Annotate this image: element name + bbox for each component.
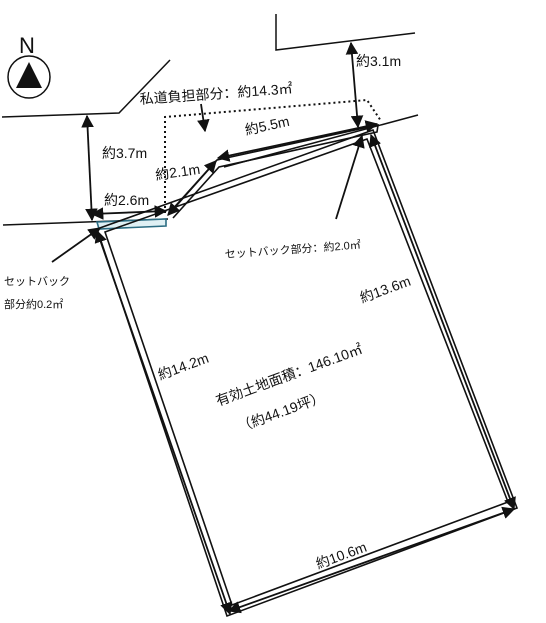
setback-left-label-line2: 部分約0.2㎡ [4,297,63,311]
north-compass: N [7,33,51,99]
top-right-neighbor-line [275,14,416,51]
dim-right-side-label: 約13.6m [358,273,413,306]
dimension-arrows [51,41,516,616]
neighbor-boundaries [1,14,419,226]
north-arrow-icon [16,62,42,88]
compass-circle [7,55,51,99]
arrow-top-right [345,41,364,129]
arrow-bottom [227,506,516,614]
setback-left-label-line1: セットバック [4,275,70,288]
arrow-right-side [369,133,516,511]
effective-area-label: 有効土地面積：146.10㎡ [214,341,365,409]
top-left-neighbor-line [1,59,171,118]
private-road-area-outline [164,98,382,213]
dim-top-right-label: 約3.1m [356,53,401,69]
leader-private-road [197,103,210,133]
leader-setback-left [51,227,102,263]
dim-bottom-left-top-label: 約2.6m [104,192,149,208]
dim-diagonal-label: 約2.1m [154,161,201,183]
arrow-upper-edge [216,120,379,162]
dim-left-road-label: 約3.7m [102,145,147,161]
setback-strip-left [95,218,167,230]
private-road-area-label: 私道負担部分：約14.3㎡ [139,80,293,107]
arrow-diagonal [167,160,217,216]
dim-upper-edge-label: 約5.5m [243,113,290,138]
leader-setback-right [335,134,365,220]
arrow-left-side [94,229,233,616]
north-label: N [19,33,35,58]
dim-left-side-label: 約14.2m [156,350,211,383]
arrow-left-road [81,114,98,222]
arrow-bottom-left-top [90,205,168,220]
setback-right-label: セットバック部分：約2.0㎡ [224,238,361,261]
